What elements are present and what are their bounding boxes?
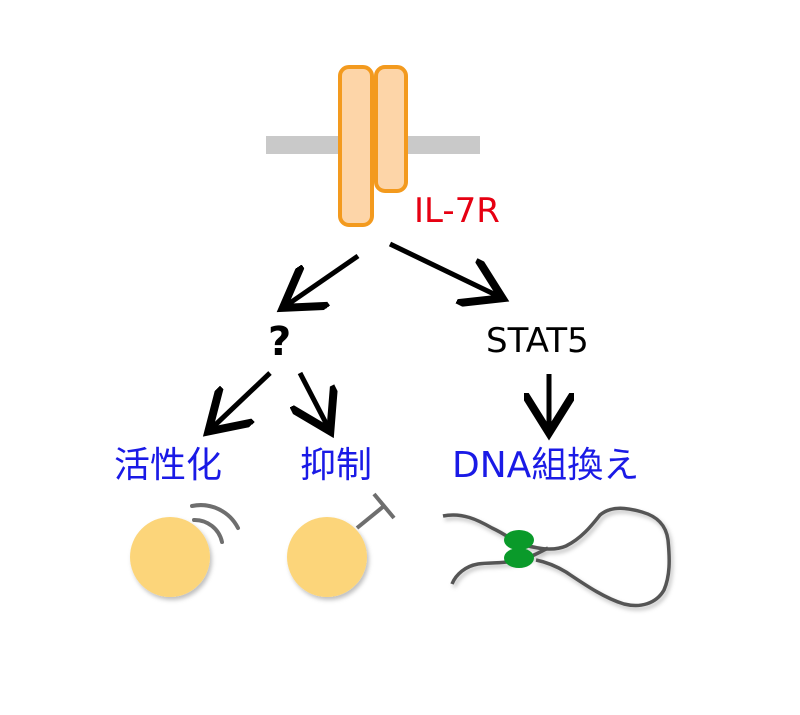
receptor-chain-left bbox=[338, 65, 374, 227]
dna-strand-upper bbox=[442, 506, 671, 608]
receptor-label: IL-7R bbox=[414, 191, 500, 231]
unknown-pathway-label: ? bbox=[268, 319, 292, 365]
activated-cell bbox=[130, 517, 210, 597]
signal-wave-inner-icon bbox=[192, 517, 224, 544]
arrow-to-stat5 bbox=[388, 241, 498, 296]
inhibition-stem-icon bbox=[355, 504, 386, 530]
recombinase-complex-upper bbox=[504, 530, 534, 550]
inhibition-label: 抑制 bbox=[300, 445, 373, 486]
stat5-label: STAT5 bbox=[486, 321, 589, 361]
inhibition-bar-icon bbox=[372, 492, 396, 520]
recombinase-complex-lower bbox=[504, 548, 534, 568]
dna-recombination-illustration bbox=[442, 506, 671, 608]
dna-strand-lower bbox=[450, 546, 549, 585]
activation-label: 活性化 bbox=[114, 445, 223, 486]
arrow-to-activation bbox=[212, 371, 272, 428]
arrow-to-inhibition bbox=[300, 371, 328, 427]
signal-wave-outer-icon bbox=[190, 503, 240, 530]
arrow-to-unknown bbox=[287, 253, 360, 305]
inhibited-cell bbox=[287, 517, 367, 597]
receptor-chain-right bbox=[374, 65, 408, 193]
dna-recombination-label: DNA組換え bbox=[452, 445, 640, 486]
